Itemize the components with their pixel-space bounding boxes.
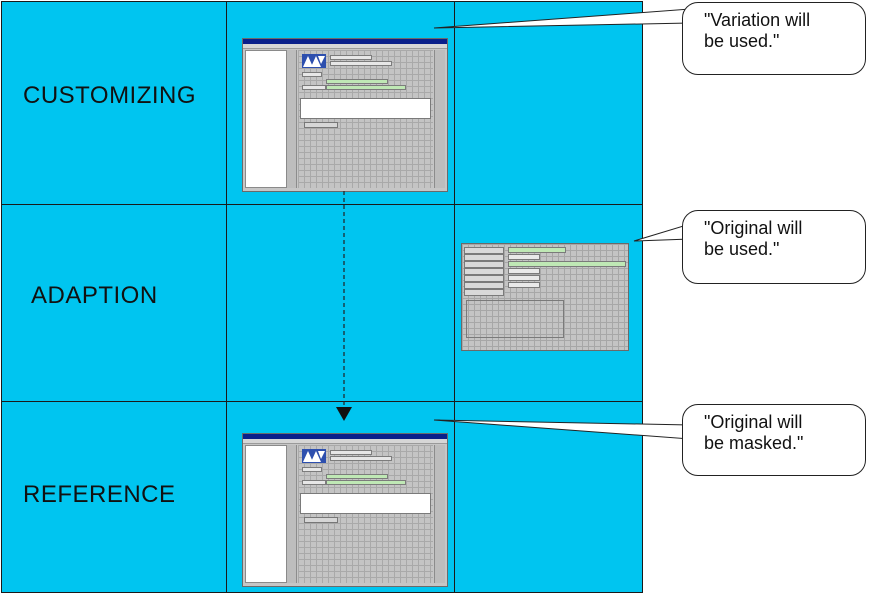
text-area [300,98,431,119]
window-menubar [243,439,447,444]
form-button [304,122,338,128]
group-frame [466,300,564,338]
form-field [326,474,388,479]
form-button [304,517,338,523]
callout-line: "Original will [704,412,803,432]
customizing-screenshot [242,38,448,192]
tool-strip [287,445,297,583]
form-field [326,85,406,90]
text-area [300,493,431,514]
form-field [326,480,406,485]
callout-pointer-reference [433,419,691,440]
callout-line: "Variation will [704,10,811,30]
form-label [464,254,504,261]
grid-line [226,1,227,593]
layer-matrix: CUSTOMIZING ADAPTION REFERENCE [1,1,643,593]
window-menubar [243,44,447,49]
form-field [508,282,540,288]
app-logo-icon [302,54,326,68]
grid-line [1,204,643,205]
form-field [302,480,326,485]
form-field [302,85,326,90]
grid-line [1,1,2,593]
tree-pane [245,445,287,583]
form-label [464,289,504,296]
form-field [508,261,626,267]
form-field [508,254,540,260]
grid-line [1,592,643,593]
grid-line [454,1,455,593]
form-field [326,79,388,84]
arrow-head-icon [336,407,352,421]
form-label [464,247,504,254]
callout-adaption: "Original will be used." [682,210,866,284]
tree-pane [245,50,287,188]
callout-line: be masked." [704,433,804,453]
form-field [330,456,392,461]
form-area [298,445,433,583]
tool-strip [287,50,297,188]
row-label-customizing: CUSTOMIZING [23,82,197,109]
scroll-strip [434,445,445,583]
form-field [508,275,540,281]
callout-line: be used." [704,31,780,51]
form-label [464,275,504,282]
grid-line [642,1,643,593]
form-label [464,282,504,289]
window-titlebar [243,434,447,439]
window-titlebar [243,39,447,44]
callout-line: "Original will [704,218,803,238]
reference-screenshot [242,433,448,587]
callout-customizing: "Variation will be used." [682,2,866,75]
form-field [330,55,372,60]
scroll-strip [434,50,445,188]
row-label-reference: REFERENCE [23,481,176,508]
form-field [330,61,392,66]
callout-line: be used." [704,239,780,259]
grid-line [1,1,643,2]
row-label-adaption: ADAPTION [31,282,158,309]
grid-line [1,401,643,402]
app-logo-icon [302,449,326,463]
form-field [302,72,322,77]
form-area [298,50,433,188]
form-field [302,467,322,472]
form-field [330,450,372,455]
form-field [508,268,540,274]
form-label [464,268,504,275]
adaption-screenshot [461,243,629,351]
callout-reference: "Original will be masked." [682,404,866,476]
form-label [464,261,504,268]
form-field [508,247,566,253]
callout-pointer-customizing [433,8,691,29]
